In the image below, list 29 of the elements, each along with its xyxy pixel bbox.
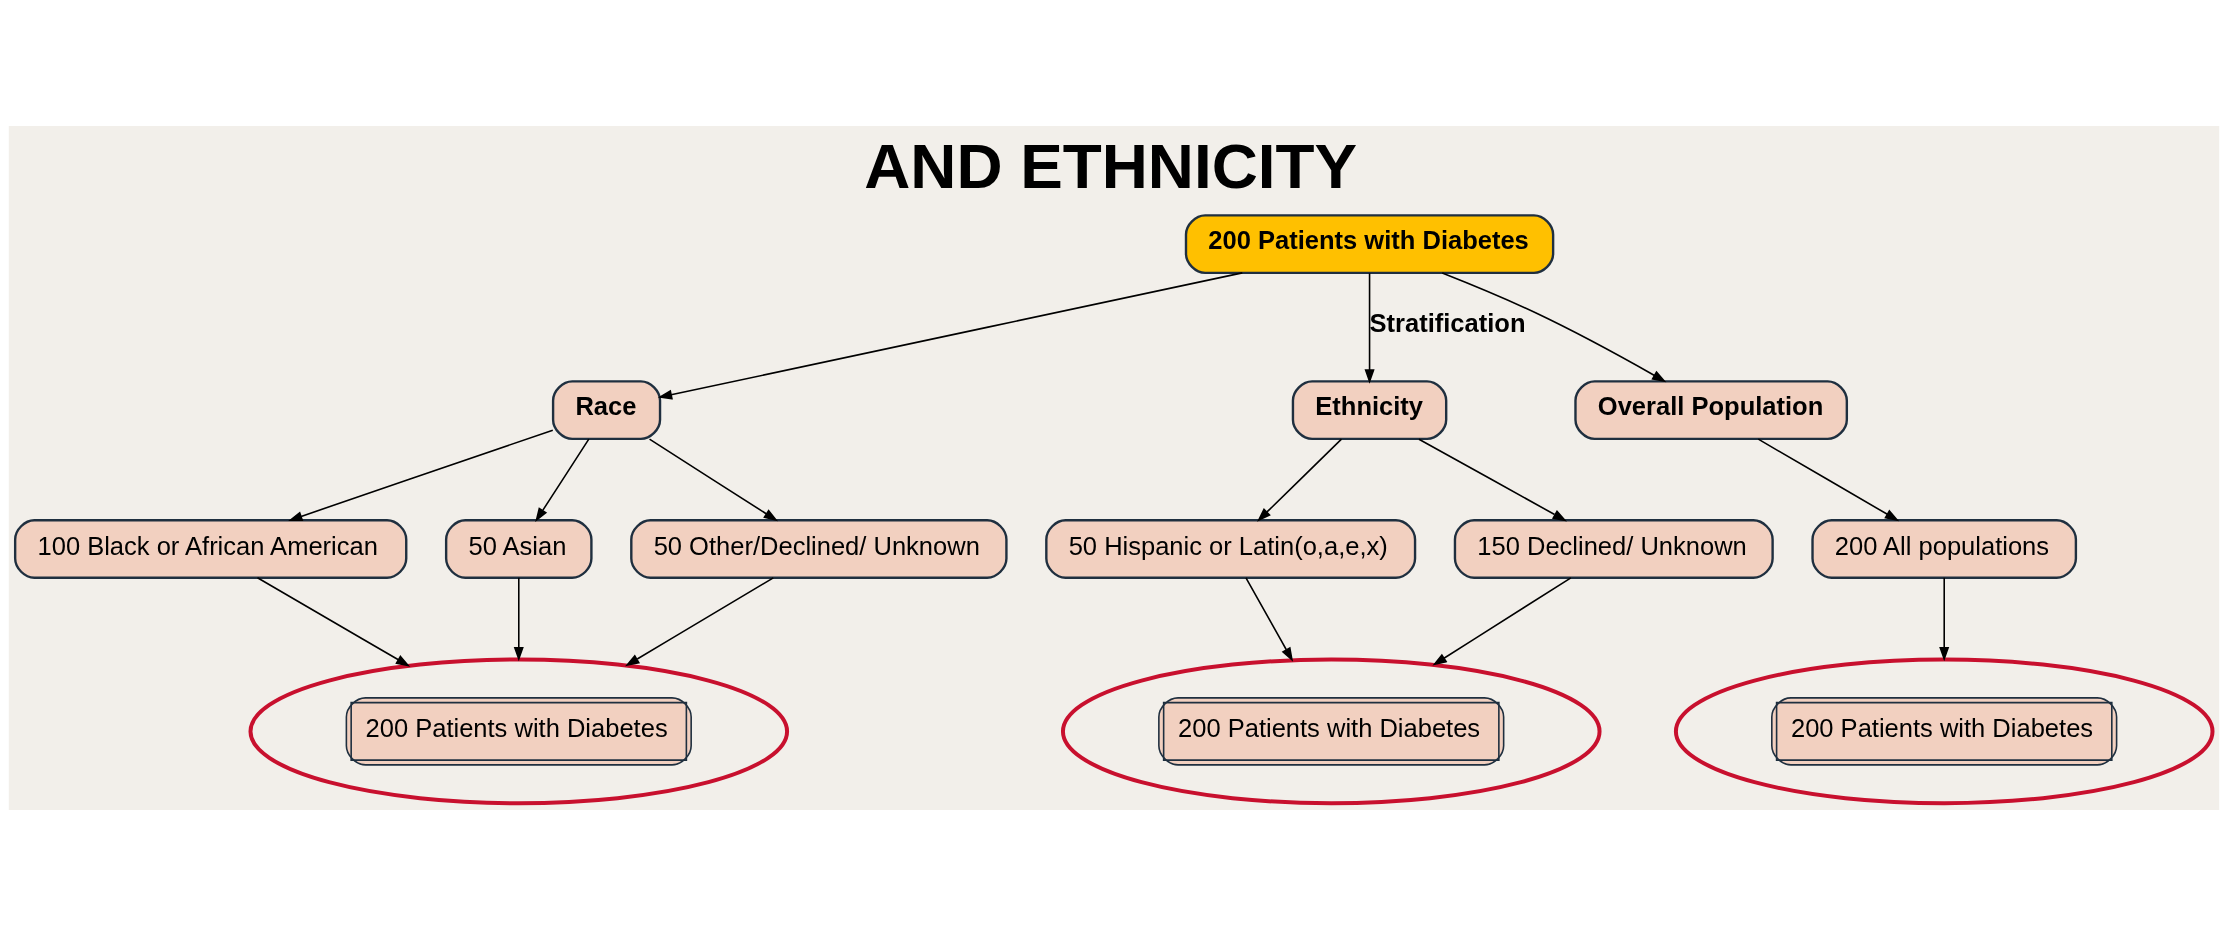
node-box: 100 Black or African American <box>13 519 408 579</box>
arrow <box>256 577 411 667</box>
node-box: 50 Other/Declined/ Unknown <box>630 519 1008 579</box>
arrow <box>625 577 775 667</box>
arrow <box>1418 438 1567 522</box>
arrow <box>1432 577 1572 666</box>
node-box: 200 All populations <box>1811 519 2078 579</box>
arrow <box>1757 438 1900 522</box>
arrow <box>1939 577 1950 662</box>
arrow <box>648 438 778 522</box>
node-ellipse: 200 Patients with Diabetes <box>1060 657 1602 806</box>
arrow <box>513 577 524 662</box>
node-box: 200 Patients with Diabetes <box>1184 214 1555 275</box>
arrow <box>1364 272 1375 384</box>
node-box: 50 Asian <box>444 519 593 579</box>
node-box: 150 Declined/ Unknown <box>1453 519 1774 579</box>
arrow <box>1257 438 1343 522</box>
node-ellipse: 200 Patients with Diabetes <box>1673 657 2215 806</box>
arrow <box>288 429 554 521</box>
arrow <box>1245 577 1294 662</box>
node-box: Overall Population <box>1574 380 1849 441</box>
arrow <box>1441 272 1667 383</box>
arrow <box>657 272 1244 400</box>
arrow <box>535 438 590 522</box>
diagram-title: AND ETHNICITY <box>864 130 1358 203</box>
node-box: Ethnicity <box>1291 380 1448 441</box>
node-box: Race <box>551 380 662 441</box>
edge-label: Stratification <box>1369 308 1526 337</box>
node-box: 50 Hispanic or Latin(o,a,e,x) <box>1045 519 1417 579</box>
